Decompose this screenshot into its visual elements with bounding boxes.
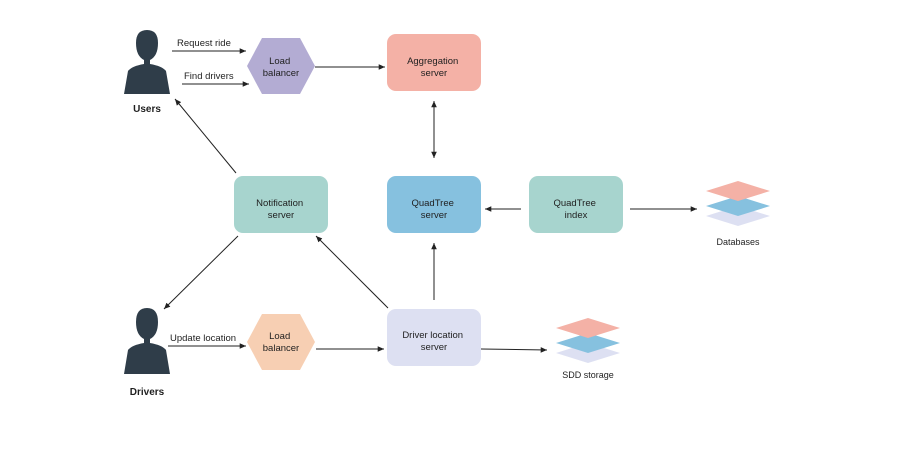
quadtree-index-text: QuadTree index (553, 198, 598, 221)
edge-notification-to-users (174, 98, 237, 174)
quadtree-index: QuadTree index (529, 176, 623, 233)
driver-location-server: Driver location server (387, 309, 481, 366)
update-location-label: Update location (170, 333, 236, 344)
drivers-label: Drivers (130, 387, 165, 398)
database-layer-icon (706, 196, 770, 216)
databases-label: Databases (716, 237, 760, 247)
drivers-actor: Drivers (124, 308, 170, 398)
driver-location-server-box (387, 309, 481, 366)
storage-layer-icon (556, 333, 620, 353)
aggregation-server: Aggregation server (387, 34, 481, 91)
load-balancer-bottom: Load balancer (247, 314, 315, 370)
quadtree-index-box (529, 176, 623, 233)
users-actor: Users (124, 30, 170, 115)
users-label: Users (133, 104, 161, 115)
edge-driver-location-to-notification (315, 235, 389, 309)
quadtree-server-box (387, 176, 481, 233)
notification-server-text: Notification server (256, 198, 306, 221)
quadtree-server: QuadTree server (387, 176, 481, 233)
notification-server-box (234, 176, 328, 233)
user-person-icon (124, 30, 170, 94)
driver-location-server-text: Driver location server (402, 330, 465, 353)
driver-person-icon (124, 308, 170, 374)
edge-notification-to-drivers (163, 235, 239, 310)
request-ride-label: Request ride (177, 38, 231, 49)
edge-driver-location-to-sdd (480, 347, 548, 353)
database-layer-icon (706, 181, 770, 201)
sdd-storage-store: SDD storage (556, 318, 620, 380)
databases-store: Databases (706, 181, 770, 247)
load-balancer-top-shape (247, 38, 315, 94)
aggregation-server-text: Aggregation server (407, 56, 461, 79)
notification-server: Notification server (234, 176, 328, 233)
find-drivers-label: Find drivers (184, 71, 234, 82)
aggregation-server-box (387, 34, 481, 91)
load-balancer-top-text: Load balancer (263, 56, 299, 79)
storage-layer-icon (556, 318, 620, 338)
load-balancer-top: Load balancer (247, 38, 315, 94)
quadtree-server-text: QuadTree server (411, 198, 456, 221)
load-balancer-bottom-text: Load balancer (263, 331, 299, 354)
load-balancer-bottom-shape (247, 314, 315, 370)
sdd-storage-label: SDD storage (562, 370, 614, 380)
